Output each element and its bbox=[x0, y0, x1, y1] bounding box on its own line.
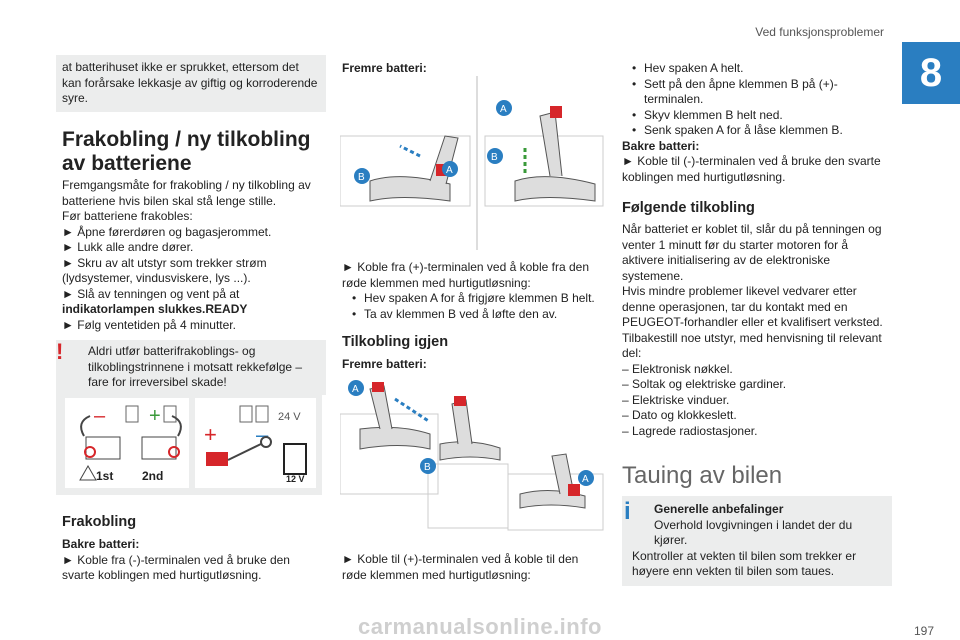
label-24v: 24 V bbox=[278, 411, 301, 423]
info-title: Generelle anbefalinger bbox=[654, 502, 784, 516]
list-item: – Lagrede radiostasjoner. bbox=[622, 423, 758, 438]
connect-substeps: Hev spaken A helt. Sett på den åpne klem… bbox=[622, 61, 887, 185]
connect-illustration: A B A bbox=[339, 374, 604, 532]
step-3: ► Skru av alt utstyr som trekker strøm (… bbox=[62, 255, 267, 286]
sub-step-4: Sett på den åpne klemmen B på (+)-termin… bbox=[622, 77, 887, 108]
fremre-label-2: Fremre batteri: bbox=[342, 357, 427, 371]
before-text: Før batteriene frakobles: bbox=[62, 209, 193, 223]
label-a-3: A bbox=[352, 384, 359, 395]
disconnect-illustration: B A A B bbox=[339, 76, 604, 250]
info-icon: i bbox=[624, 498, 631, 525]
folgende-title: Følgende tilkobling bbox=[622, 200, 755, 216]
minus-sign: – bbox=[94, 405, 106, 427]
step-4: ► Slå av tenningen og vent på at bbox=[62, 286, 240, 301]
sub-step-2: Ta av klemmen B ved å løfte den av. bbox=[342, 307, 604, 323]
list-item: – Elektronisk nøkkel. bbox=[622, 361, 733, 376]
bakre-label: Bakre batteri: bbox=[62, 537, 140, 551]
step-1: ► Åpne førerdøren og bagasjerommet. bbox=[62, 224, 272, 239]
frakobling-block: Bakre batteri: ► Koble fra (-)-terminale… bbox=[62, 537, 324, 584]
sub-step-3: Hev spaken A helt. bbox=[622, 61, 887, 77]
label-b-2: B bbox=[491, 152, 498, 163]
section-header: Ved funksjonsproblemer bbox=[755, 25, 884, 39]
folgende-text-1: Når batteriet er koblet til, slår du på … bbox=[622, 222, 882, 283]
folgende-block: Når batteriet er koblet til, slår du på … bbox=[622, 222, 888, 439]
warning-box: ! Aldri utfør batterifrakoblings- og til… bbox=[56, 340, 326, 395]
info-text-2: Kontroller at vekten til bilen som trekk… bbox=[632, 548, 857, 579]
bakre-label-2: Bakre batteri: bbox=[622, 138, 700, 153]
plus-red-icon: + bbox=[204, 422, 217, 447]
list-item: – Dato og klokkeslett. bbox=[622, 408, 737, 422]
wait-text: ► Følg ventetiden på 4 minutter. bbox=[62, 317, 236, 332]
minus-blue-icon: – bbox=[256, 422, 269, 447]
fremre-label-1: Fremre batteri: bbox=[342, 61, 427, 75]
watermark: carmanualsonline.info bbox=[358, 614, 602, 639]
tauing-title: Tauing av bilen bbox=[622, 462, 783, 489]
sub-step-1: Hev spaken A for å frigjøre klemmen B he… bbox=[342, 291, 604, 307]
list-item: – Soltak og elektriske gardiner. bbox=[622, 377, 787, 391]
info-text-1: Overhold lovgivningen i landet der du kj… bbox=[654, 517, 853, 548]
bakre-text-2: ► Koble til (-)-terminalen ved å bruke d… bbox=[622, 154, 881, 184]
label-first: 1st bbox=[96, 469, 113, 483]
folgende-text-2: Hvis mindre problemer likevel vedvarer e… bbox=[622, 284, 883, 329]
tilkobling-title: Tilkobling igjen bbox=[342, 334, 449, 350]
folgende-text-3: Tilbakestill noe utstyr, med henvisning … bbox=[622, 330, 882, 361]
label-b-1: B bbox=[358, 172, 365, 183]
bakre-text: ► Koble fra (-)-terminalen ved å bruke d… bbox=[62, 552, 290, 583]
warning-icon: ! bbox=[56, 339, 64, 364]
label-a-4: A bbox=[582, 474, 589, 485]
sub-step-6: Senk spaken A for å låse klemmen B. bbox=[622, 123, 887, 139]
connect-step: ► Koble til (+)-terminalen ved å koble t… bbox=[342, 552, 579, 582]
label-second: 2nd bbox=[142, 469, 163, 483]
intro-text: Fremgangsmåte for frakobling / ny tilkob… bbox=[62, 178, 311, 208]
ready-text: indikatorlampen slukkes.READY bbox=[62, 302, 248, 316]
chapter-tab: 8 bbox=[902, 42, 960, 104]
frakobling-title: Frakobling bbox=[62, 514, 137, 530]
page-number: 197 bbox=[913, 624, 934, 638]
label-a-2: A bbox=[500, 104, 507, 115]
list-item: – Elektriske vinduer. bbox=[622, 392, 730, 407]
section-title: Frakobling / ny tilkobling av batteriene bbox=[62, 128, 311, 175]
disconnect-steps: ► Koble fra (+)-terminalen ved å koble f… bbox=[342, 260, 604, 322]
intro-block: Fremgangsmåte for frakobling / ny tilkob… bbox=[62, 178, 324, 333]
note-top: at batterihuset ikke er sprukket, etters… bbox=[56, 55, 326, 112]
info-box: i Generelle anbefalinger Overhold lovgiv… bbox=[622, 496, 892, 586]
plus-sign: + bbox=[149, 405, 161, 427]
label-b-3: B bbox=[424, 462, 431, 473]
label-a-1: A bbox=[446, 165, 453, 176]
warning-text: Aldri utfør batterifrakoblings- og tilko… bbox=[88, 344, 303, 389]
step-disconnect: ► Koble fra (+)-terminalen ved å koble f… bbox=[342, 260, 590, 290]
sub-step-5: Skyv klemmen B helt ned. bbox=[622, 108, 887, 124]
label-12v: 12 V bbox=[286, 474, 305, 484]
step-2: ► Lukk alle andre dører. bbox=[62, 240, 194, 254]
battery-order-illustration: – + 1st 2nd 24 V + – 12 V bbox=[56, 392, 322, 495]
